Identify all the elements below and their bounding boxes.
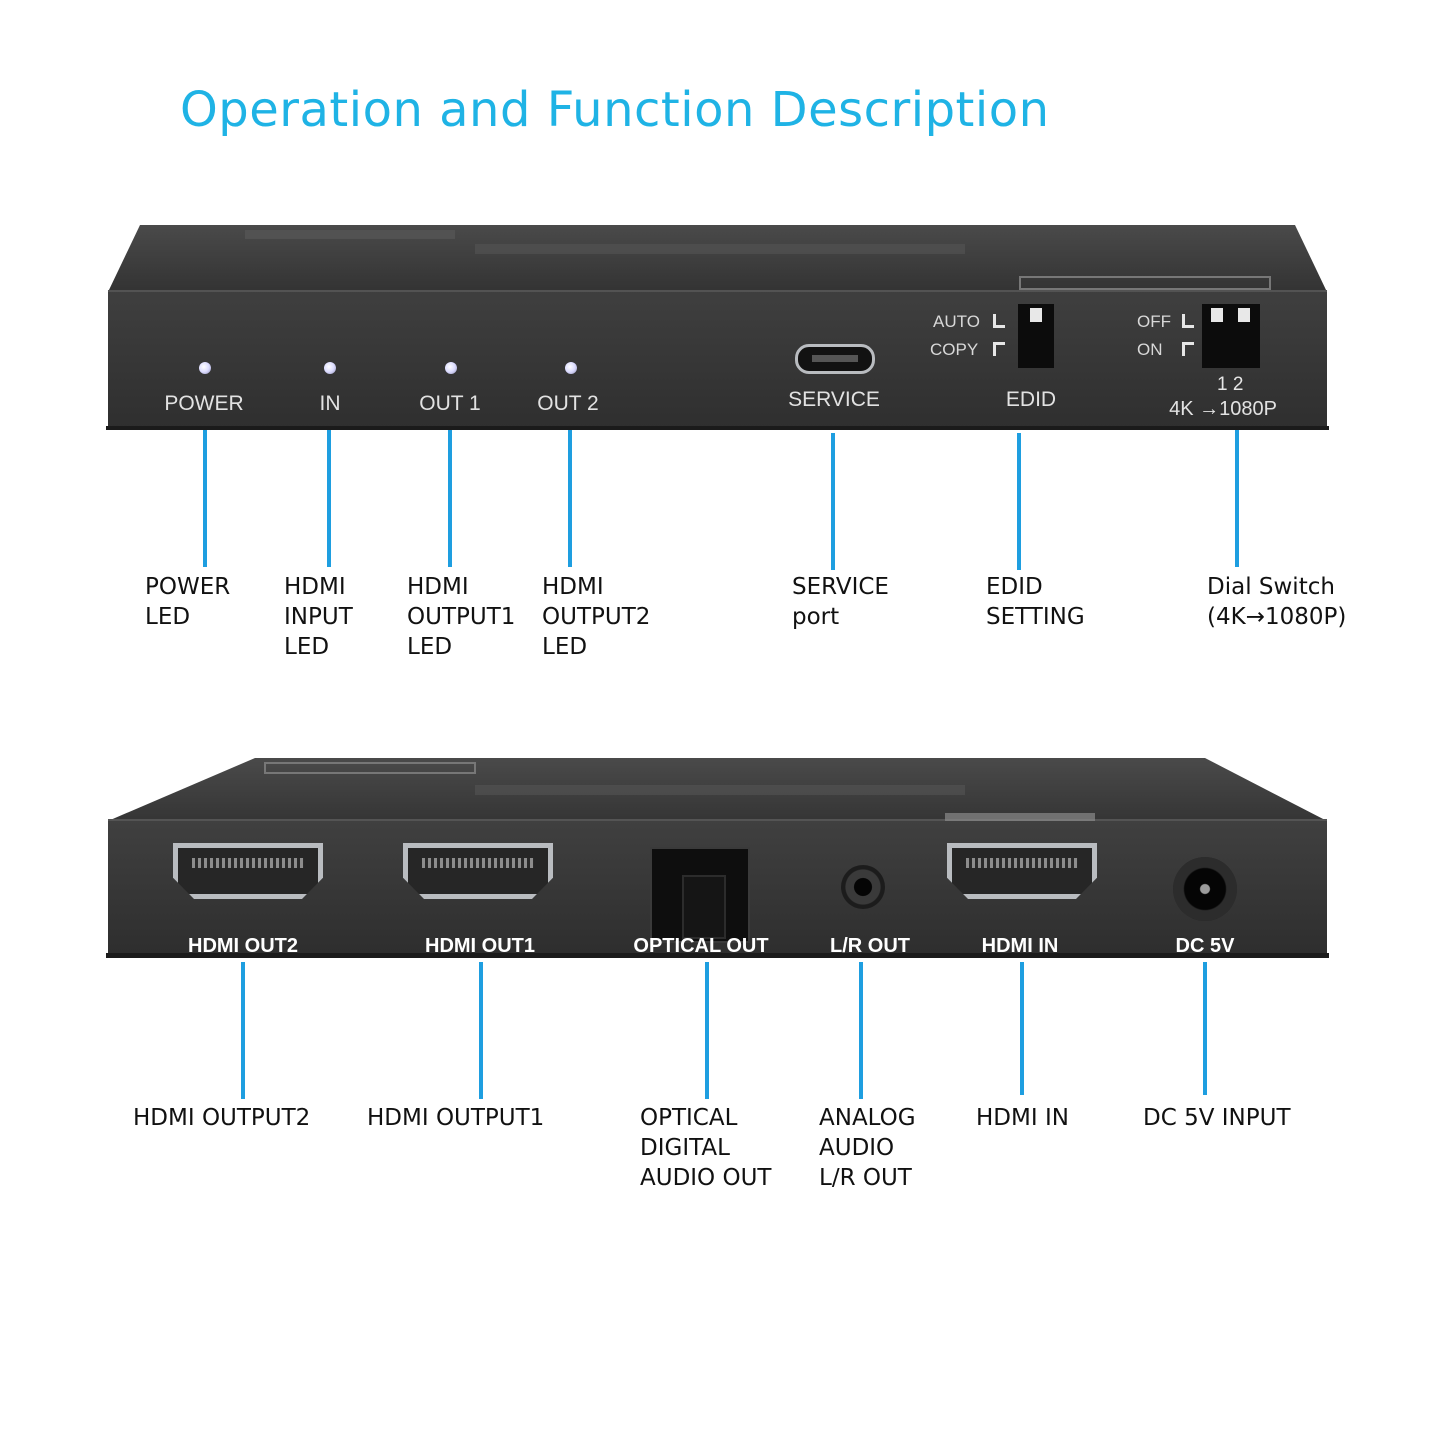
power-led: [199, 362, 211, 374]
callout-hdmi-output1: HDMI OUTPUT1: [367, 1105, 545, 1131]
leader-line: [203, 430, 207, 567]
callout-hdmi-in: HDMI IN: [976, 1105, 1069, 1131]
on-bracket-icon: [1182, 342, 1194, 356]
input-led-label: IN: [319, 392, 341, 415]
leader-line: [327, 430, 331, 567]
dc-5v-label: DC 5V: [1175, 935, 1235, 957]
output1-led: [445, 362, 457, 374]
output2-led-label: OUT 2: [537, 392, 599, 415]
leader-line: [568, 430, 572, 567]
leader-line: [448, 430, 452, 567]
callout-hdmi-input-led: HDMI INPUT LED: [284, 574, 353, 660]
hdmi-out1-label: HDMI OUT1: [425, 935, 535, 957]
leader-line: [241, 962, 245, 1099]
hdmi-out2-label: HDMI OUT2: [188, 935, 298, 957]
edid-copy-label: COPY: [930, 340, 979, 359]
service-port[interactable]: [795, 344, 875, 374]
leader-line: [705, 962, 709, 1099]
dial-numbers: 1 2: [1217, 374, 1244, 395]
auto-bracket-icon: [993, 314, 1005, 328]
output1-led-label: OUT 1: [419, 392, 481, 415]
page-title: Operation and Function Description: [180, 82, 1050, 138]
leader-line: [1017, 433, 1021, 570]
callout-edid-setting: EDID SETTING: [986, 574, 1085, 630]
callout-optical-audio-out: OPTICAL DIGITAL AUDIO OUT: [640, 1105, 772, 1191]
callout-hdmi-output1-led: HDMI OUTPUT1 LED: [407, 574, 516, 660]
hdmi-out1-port[interactable]: [403, 843, 553, 899]
dial-on-label: ON: [1137, 340, 1163, 359]
dc-power-jack[interactable]: [1173, 857, 1237, 921]
power-led-label: POWER: [164, 392, 244, 415]
lr-out-label: L/R OUT: [830, 935, 910, 957]
callout-hdmi-output2: HDMI OUTPUT2: [133, 1105, 311, 1131]
front-panel-body: [106, 225, 1329, 430]
callout-service-port: SERVICE port: [792, 574, 889, 630]
callout-dc-5v-input: DC 5V INPUT: [1143, 1105, 1291, 1131]
leader-line: [1020, 962, 1024, 1095]
copy-bracket-icon: [993, 342, 1005, 356]
callout-analog-audio-out: ANALOG AUDIO L/R OUT: [819, 1105, 916, 1191]
leader-line: [859, 962, 863, 1099]
dial-off-label: OFF: [1137, 312, 1171, 331]
splitter-front-panel: POWER IN OUT 1 OUT 2 SERVICE AUTO COPY E…: [105, 222, 1330, 432]
dial-switch[interactable]: [1202, 304, 1260, 368]
edid-auto-label: AUTO: [933, 312, 980, 331]
lr-audio-jack[interactable]: [841, 865, 885, 909]
input-led: [324, 362, 336, 374]
off-bracket-icon: [1182, 314, 1194, 328]
callout-hdmi-output2-led: HDMI OUTPUT2 LED: [542, 574, 651, 660]
edid-switch[interactable]: [1018, 304, 1054, 368]
dial-switch-label: 4K →1080P: [1169, 398, 1277, 420]
edid-label: EDID: [1005, 388, 1057, 411]
callout-power-led: POWER LED: [145, 574, 231, 630]
leader-line: [1235, 430, 1239, 567]
hdmi-in-label: HDMI IN: [981, 935, 1059, 957]
hdmi-out2-port[interactable]: [173, 843, 323, 899]
leader-line: [831, 433, 835, 570]
leader-line: [479, 962, 483, 1099]
optical-out-label: OPTICAL OUT: [633, 935, 769, 957]
callout-dial-switch: Dial Switch (4K→1080P): [1207, 574, 1347, 630]
leader-line: [1203, 962, 1207, 1095]
hdmi-in-port[interactable]: [947, 843, 1097, 899]
optical-out-port[interactable]: [650, 847, 750, 943]
service-port-label: SERVICE: [788, 388, 880, 411]
output2-led: [565, 362, 577, 374]
splitter-rear-panel: HDMI OUT2 HDMI OUT1 OPTICAL OUT L/R OUT …: [105, 755, 1330, 960]
